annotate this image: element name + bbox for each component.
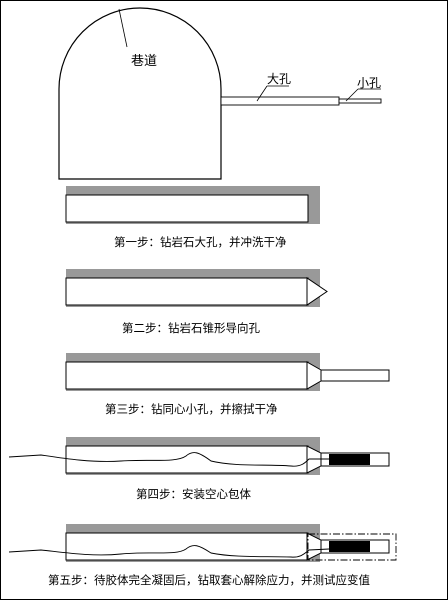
step-5-figure: 第五步：待胶体完全凝固后，钻取套心解除应力，并测试应变值	[8, 524, 397, 587]
step-3-caption: 第三步：钻同心小孔，并擦拭干净	[105, 402, 278, 416]
big-hole-leader-line	[256, 85, 268, 102]
small-hole-leader-line	[345, 88, 359, 102]
big-borehole	[65, 194, 309, 223]
tunnel-leader-line	[118, 8, 128, 48]
conical-guide-hole	[306, 277, 328, 306]
step-5-caption: 第五步：待胶体完全凝固后，钻取套心解除应力，并测试应变值	[48, 573, 370, 587]
tunnel-section: 巷道 大孔 小孔	[58, 7, 382, 180]
signal-cable	[8, 545, 330, 558]
signal-cable	[8, 452, 329, 467]
big-borehole	[65, 445, 309, 474]
big-hole	[220, 96, 340, 106]
overcoring-core-outline	[307, 533, 397, 561]
small-concentric-hole	[320, 369, 390, 382]
big-borehole	[65, 361, 309, 390]
step-4-caption: 第四步：安装空心包体	[136, 487, 251, 501]
step-2-figure: 第二步：钻岩石锥形导向孔	[65, 269, 328, 335]
tunnel-outline	[58, 7, 222, 180]
step-1-figure: 第一步：钻岩石大孔，并冲洗干净	[65, 186, 320, 249]
step-2-caption: 第二步：钻岩石锥形导向孔	[122, 321, 260, 335]
step-3-figure: 第三步：钻同心小孔，并擦拭干净	[65, 353, 390, 416]
hollow-inclusion-cell	[329, 454, 370, 465]
small-hole-label: 小孔	[357, 76, 381, 90]
small-hole	[338, 98, 382, 104]
hollow-inclusion-cell	[329, 541, 370, 552]
step-1-caption: 第一步：钻岩石大孔，并冲洗干净	[114, 235, 287, 249]
big-hole-label: 大孔	[267, 72, 291, 86]
big-borehole	[65, 532, 309, 561]
step-4-figure: 第四步：安装空心包体	[8, 437, 390, 501]
big-borehole	[65, 277, 309, 306]
tunnel-label: 巷道	[131, 54, 157, 69]
